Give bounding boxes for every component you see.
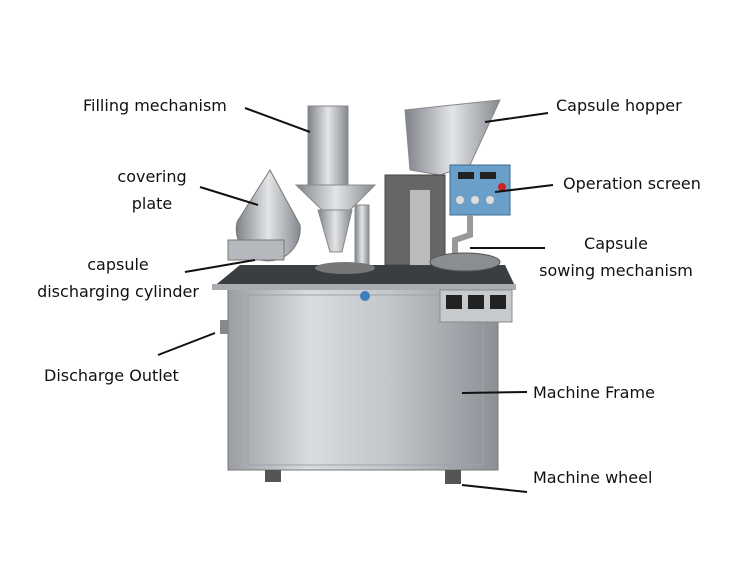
label-capsule-hopper: Capsule hopper (556, 96, 682, 115)
label-line: capsule (87, 255, 149, 274)
label-line: Capsule (584, 234, 648, 253)
tabletop (212, 265, 516, 288)
label-line: sowing mechanism (539, 261, 693, 280)
label-machine-wheel: Machine wheel (533, 468, 653, 487)
covering-plate (235, 169, 301, 262)
capsule-sowing-disk (429, 252, 501, 272)
label-operation-screen: Operation screen (563, 174, 701, 193)
label-line: plate (131, 194, 173, 213)
capsule-hopper (404, 99, 501, 176)
machine-wheel (265, 470, 281, 482)
label-filling-mechanism: Filling mechanism (83, 96, 227, 115)
filling-mechanism (307, 105, 349, 187)
label-line: discharging cylinder (37, 282, 199, 301)
label-capsule-discharging-cylinder: capsule discharging cylinder (28, 251, 208, 305)
label-covering-plate: covering plate (102, 163, 202, 217)
label-machine-frame: Machine Frame (533, 383, 655, 402)
label-capsule-sowing-mechanism: Capsule sowing mechanism (530, 230, 702, 284)
leader-lines (157, 107, 554, 493)
label-line: covering (117, 167, 187, 186)
label-discharge-outlet: Discharge Outlet (44, 366, 179, 385)
